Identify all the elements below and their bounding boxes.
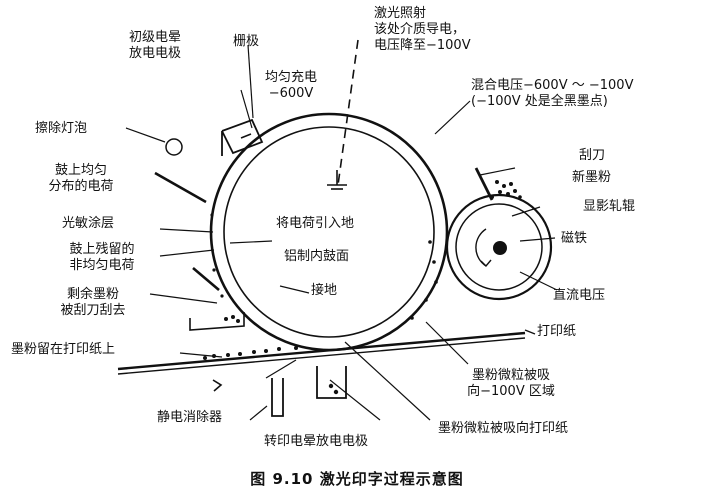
label-drum-charge-line2: 分布的电荷 — [48, 179, 114, 194]
drum-outer — [209, 112, 449, 352]
label-magnet: 磁铁 — [561, 231, 588, 246]
label-blade: 刮刀 — [579, 148, 606, 163]
label-uniform-charge-line2: −600V — [268, 86, 314, 101]
label-toner-to-area: 墨粉微粒被吸 向−100V 区域 — [456, 368, 566, 400]
label-mixed-voltage-line1: 混合电压−600V ～ −100V — [471, 78, 634, 93]
label-drum-charge: 鼓上均匀 分布的电荷 — [34, 163, 128, 195]
magnet — [493, 241, 507, 255]
label-static-eliminator: 静电消除器 — [157, 410, 223, 425]
toner-particles — [203, 180, 522, 395]
drum-inner — [223, 126, 435, 338]
label-drum-charge-line1: 鼓上均匀 — [54, 163, 107, 178]
roller-inner — [455, 203, 543, 291]
label-laser-line1: 激光照射 — [374, 6, 427, 21]
paper-sheet — [117, 331, 526, 371]
static-eliminator — [271, 378, 284, 417]
label-erase-lamp: 擦除灯泡 — [35, 121, 88, 136]
transfer-corona — [316, 366, 347, 399]
label-paper: 打印纸 — [537, 324, 577, 339]
label-uniform-charge-line1: 均匀充电 — [264, 70, 317, 85]
label-laser-line2: 该处介质导电， — [374, 22, 466, 37]
label-mixed-voltage-line2: (−100V 处是全黑墨点) — [471, 94, 608, 109]
roller-outer — [445, 193, 553, 301]
label-uniform-charge: 均匀充电 −600V — [252, 70, 330, 102]
label-new-toner: 新墨粉 — [572, 170, 612, 185]
label-laser: 激光照射 该处介质导电， 电压降至−100V — [374, 6, 471, 54]
label-transfer-corona: 转印电晕放电电极 — [264, 434, 369, 449]
label-ground: 接地 — [311, 283, 338, 298]
primary-corona — [221, 118, 264, 156]
label-photo-layer: 光敏涂层 — [62, 216, 115, 231]
roller-rotation-arrow — [475, 228, 487, 267]
label-toner-to-area-line1: 墨粉微粒被吸 — [471, 368, 550, 383]
label-residual-charge: 鼓上残留的 非均匀电荷 — [50, 242, 154, 274]
label-residual-toner-line1: 剩余墨粉 — [66, 287, 119, 302]
label-dc-voltage: 直流电压 — [553, 288, 606, 303]
label-toner-to-paper: 墨粉微粒被吸向打印纸 — [438, 421, 569, 436]
label-residual-charge-line2: 非均匀电荷 — [69, 258, 135, 273]
label-toner-on-paper: 墨粉留在打印纸上 — [11, 342, 116, 357]
label-grid: 栅极 — [233, 34, 260, 49]
label-developer-roller: 显影轧辊 — [583, 199, 636, 214]
cleaning-tray — [189, 312, 245, 331]
label-primary-corona-line2: 放电电极 — [128, 46, 181, 61]
ground-symbol — [327, 170, 347, 190]
label-primary-corona-line1: 初级电晕 — [128, 30, 181, 45]
label-residual-toner-line2: 被刮刀刮去 — [60, 303, 126, 318]
label-aluminum-drum: 铝制内鼓面 — [284, 249, 350, 264]
label-residual-charge-line1: 鼓上残留的 — [69, 242, 135, 257]
erase-lamp — [165, 138, 183, 156]
label-primary-corona: 初级电晕 放电电极 — [120, 30, 190, 62]
label-mixed-voltage: 混合电压−600V ～ −100V (−100V 处是全黑墨点) — [471, 78, 633, 110]
label-laser-line3: 电压降至−100V — [374, 38, 471, 53]
label-toner-to-area-line2: 向−100V 区域 — [467, 384, 555, 399]
label-residual-toner: 剩余墨粉 被刮刀刮去 — [42, 287, 144, 319]
figure-caption: 图 9.10 激光印字过程示意图 — [250, 470, 464, 488]
laser-beam — [337, 39, 359, 186]
label-charge-ground: 将电荷引入地 — [276, 216, 355, 231]
